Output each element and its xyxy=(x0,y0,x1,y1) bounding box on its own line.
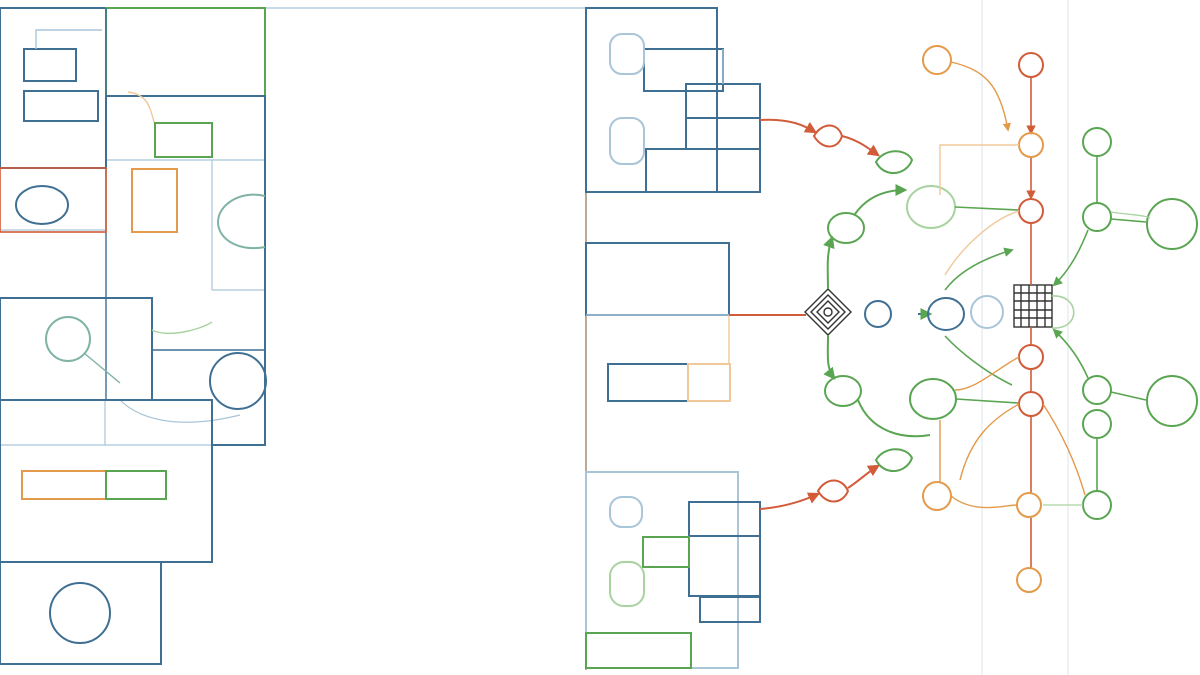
middle-panel xyxy=(585,7,761,670)
green-bar xyxy=(105,470,167,500)
bottom-green-rect xyxy=(642,536,690,568)
graph-guide-lines xyxy=(981,0,1069,675)
orange-line-box xyxy=(0,167,107,233)
block-frame-right xyxy=(106,95,266,446)
circle-node-bottom xyxy=(49,582,111,644)
rounded-node-4 xyxy=(609,561,645,607)
bottom-green-bar xyxy=(585,632,692,669)
orange-node-top xyxy=(1018,52,1044,78)
bottom-stack-2 xyxy=(688,535,761,597)
diamond-hub xyxy=(804,288,852,336)
mid-rect-orange xyxy=(687,363,731,402)
blue-node-center xyxy=(864,300,892,328)
orange-node-left-top xyxy=(922,45,952,75)
top-stack-4 xyxy=(645,148,761,193)
orange-node-bottom xyxy=(1016,567,1042,593)
green-node-lower-center xyxy=(909,378,957,420)
small-rect-green xyxy=(154,122,213,158)
orange-rect xyxy=(131,168,178,233)
green-node-r3 xyxy=(1082,375,1112,405)
green-node-r4 xyxy=(1082,409,1112,439)
circle-node-right xyxy=(209,352,267,410)
left-guide-lines xyxy=(0,7,586,446)
right-graph xyxy=(729,0,1198,675)
blue-node-2 xyxy=(970,295,1004,329)
bottom-stack-1 xyxy=(688,501,761,537)
block-bottom xyxy=(0,561,162,665)
blue-node-half xyxy=(927,297,965,331)
bottom-stack-3 xyxy=(699,596,761,623)
red-node-4 xyxy=(1018,344,1044,370)
block-top-mid xyxy=(585,7,718,193)
small-rect-2 xyxy=(23,90,99,122)
green-node-big-2 xyxy=(1146,375,1198,427)
leaf-node-green-2 xyxy=(874,448,914,472)
green-node-left-upper xyxy=(827,212,865,244)
small-rect-1 xyxy=(23,48,77,82)
red-node-3 xyxy=(1018,198,1044,224)
green-node-r5 xyxy=(1082,490,1112,520)
leaf-node-red-1 xyxy=(812,124,844,148)
green-loop-lower xyxy=(823,334,836,380)
orange-node-left-bottom xyxy=(922,481,952,511)
oval-node-left xyxy=(15,185,69,225)
edge-bottom-red xyxy=(759,492,821,510)
circle-node-mid xyxy=(45,316,91,362)
rounded-node-1 xyxy=(609,33,645,75)
mid-rect-blue xyxy=(607,363,689,402)
orange-bar xyxy=(21,470,107,500)
half-circle-node xyxy=(216,193,266,250)
block-mid-left xyxy=(0,297,153,401)
green-node-big-1 xyxy=(1146,198,1198,250)
top-stack-3 xyxy=(685,117,761,150)
green-node-r2 xyxy=(1082,202,1112,232)
green-loop-upper xyxy=(823,235,835,290)
leaf-node-green-1 xyxy=(874,150,914,174)
rounded-node-3 xyxy=(609,496,643,528)
green-node-r1 xyxy=(1082,127,1112,157)
block-mid-mid xyxy=(585,242,730,316)
green-node-upper-center xyxy=(906,185,956,229)
leaf-node-red-2 xyxy=(816,479,850,503)
rounded-node-2 xyxy=(609,117,645,165)
left-panel xyxy=(0,7,586,665)
edge-top-red xyxy=(759,118,818,134)
block-top-left xyxy=(0,7,107,169)
orange-node-6 xyxy=(1016,492,1042,518)
block-top-middle xyxy=(105,7,266,97)
red-node-5 xyxy=(1018,391,1044,417)
orange-node-2 xyxy=(1018,132,1044,158)
green-node-left-lower xyxy=(824,375,862,407)
grid-hub xyxy=(1013,284,1053,328)
